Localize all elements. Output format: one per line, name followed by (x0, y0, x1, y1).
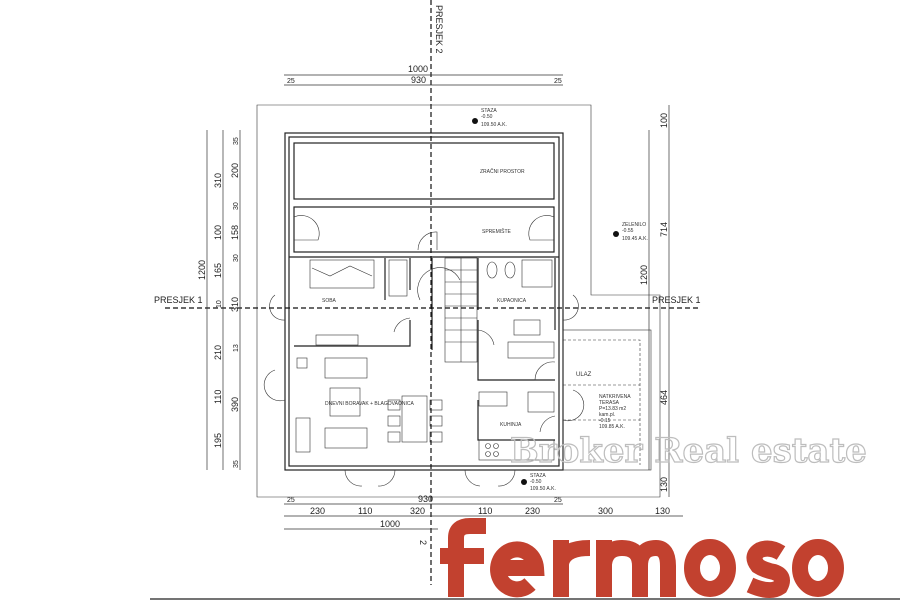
svg-text:230: 230 (310, 506, 325, 516)
svg-text:109.50 A.K.: 109.50 A.K. (530, 486, 556, 492)
svg-text:-0.50: -0.50 (530, 479, 542, 485)
level-marker-bottom: STAZA -0.50 109.50 A.K. (521, 473, 556, 492)
svg-text:25: 25 (554, 497, 562, 504)
svg-text:130: 130 (655, 506, 670, 516)
svg-text:464: 464 (659, 390, 669, 405)
svg-text:13: 13 (233, 344, 240, 352)
section-label-top: PRESJEK 2 (434, 5, 444, 54)
bathroom-fixtures (486, 259, 555, 359)
svg-text:25: 25 (287, 497, 295, 504)
svg-text:230: 230 (525, 506, 540, 516)
plot-boundary (256, 104, 661, 498)
svg-text:110: 110 (478, 506, 492, 516)
right-dimensions: 1200 100 714 464 130 (639, 105, 670, 497)
svg-text:110: 110 (213, 390, 223, 404)
svg-text:109.85 A.K.: 109.85 A.K. (599, 424, 625, 430)
svg-text:109.50 A.K.: 109.50 A.K. (481, 122, 507, 128)
svg-text:200: 200 (230, 163, 240, 178)
svg-text:35: 35 (233, 460, 240, 468)
room-label-bathroom: KUPAONICA (497, 298, 527, 304)
svg-text:158: 158 (230, 225, 240, 240)
building-outer-wall (284, 132, 564, 471)
svg-text:NATKRIVENA: NATKRIVENA (599, 394, 631, 400)
bottom-dimensions: 25 930 25 230 110 320 110 230 300 130 10… (284, 494, 683, 530)
svg-text:-0.55: -0.55 (622, 228, 634, 234)
svg-text:30: 30 (233, 202, 240, 210)
building-inner-wall (288, 136, 560, 467)
svg-text:100: 100 (213, 225, 223, 240)
svg-text:25: 25 (554, 78, 562, 85)
svg-text:210: 210 (213, 345, 223, 360)
svg-text:390: 390 (230, 397, 240, 412)
bed-icon (309, 259, 375, 346)
svg-text:-0.15: -0.15 (599, 418, 611, 424)
room-label-bedroom: SOBA (322, 298, 337, 304)
kitchen-fixtures (478, 391, 555, 461)
fermoso-logo (440, 518, 844, 598)
svg-text:1000: 1000 (408, 64, 428, 74)
svg-text:930: 930 (411, 75, 426, 85)
section-label-left: PRESJEK 1 (154, 295, 203, 305)
air-space-room (293, 142, 555, 200)
level-marker-top: STAZA -0.50 109.50 A.K. (472, 108, 507, 128)
section-label-bottom: 2 (418, 540, 428, 545)
room-label-living: DNEVNI BORAVAK + BLAGOVAONICA (325, 401, 414, 407)
svg-text:1200: 1200 (197, 260, 207, 280)
wardrobe (388, 259, 408, 297)
svg-text:300: 300 (598, 506, 613, 516)
svg-text:100: 100 (659, 113, 669, 128)
interior-walls (294, 258, 556, 441)
level-marker-green: ZELENILO -0.55 109.45 A.K. (613, 222, 648, 242)
terrace-info: NATKRIVENA TERASA P=13.83 m2 kam.pl. -0.… (599, 394, 631, 430)
svg-text:TERASA: TERASA (599, 400, 620, 406)
svg-text:130: 130 (659, 477, 669, 492)
terrace-outline (563, 339, 641, 465)
storage-room (293, 206, 555, 253)
covered-terrace (562, 329, 652, 471)
watermark: Broker Real estate (510, 431, 867, 471)
room-label-air-space: ZRAČNI PROSTOR (480, 168, 525, 175)
svg-text:310: 310 (213, 173, 223, 188)
left-dimensions: 1200 310 100 165 10 210 110 195 35 200 3… (197, 130, 241, 470)
room-label-kitchen: KUHINJA (500, 422, 522, 428)
svg-text:320: 320 (410, 506, 425, 516)
svg-text:35: 35 (233, 137, 240, 145)
top-dimensions: 1000 930 25 25 (284, 64, 563, 86)
svg-text:195: 195 (213, 433, 223, 448)
svg-text:10: 10 (216, 300, 223, 308)
svg-text:25: 25 (287, 78, 295, 85)
svg-text:310: 310 (230, 297, 240, 312)
door-swings (263, 215, 585, 487)
section-label-right: PRESJEK 1 (652, 295, 701, 305)
svg-text:109.45 A.K.: 109.45 A.K. (622, 236, 648, 242)
room-label-storage: SPREMIŠTE (482, 228, 512, 235)
svg-text:930: 930 (418, 494, 433, 504)
svg-text:165: 165 (213, 263, 223, 278)
svg-text:1000: 1000 (380, 519, 400, 529)
svg-text:P=13.83 m2: P=13.83 m2 (599, 406, 626, 412)
svg-text:714: 714 (659, 222, 669, 237)
living-furniture (295, 357, 443, 453)
svg-text:STAZA: STAZA (481, 108, 497, 114)
svg-text:ZELENILO: ZELENILO (622, 222, 646, 228)
room-label-entrance: ULAZ (576, 372, 592, 378)
svg-text:STAZA: STAZA (530, 473, 546, 479)
svg-text:kam.pl.: kam.pl. (599, 412, 615, 418)
svg-text:110: 110 (358, 506, 372, 516)
svg-text:30: 30 (233, 254, 240, 262)
svg-text:-0.50: -0.50 (481, 114, 493, 120)
svg-text:1200: 1200 (639, 265, 649, 285)
staircase (417, 257, 478, 363)
